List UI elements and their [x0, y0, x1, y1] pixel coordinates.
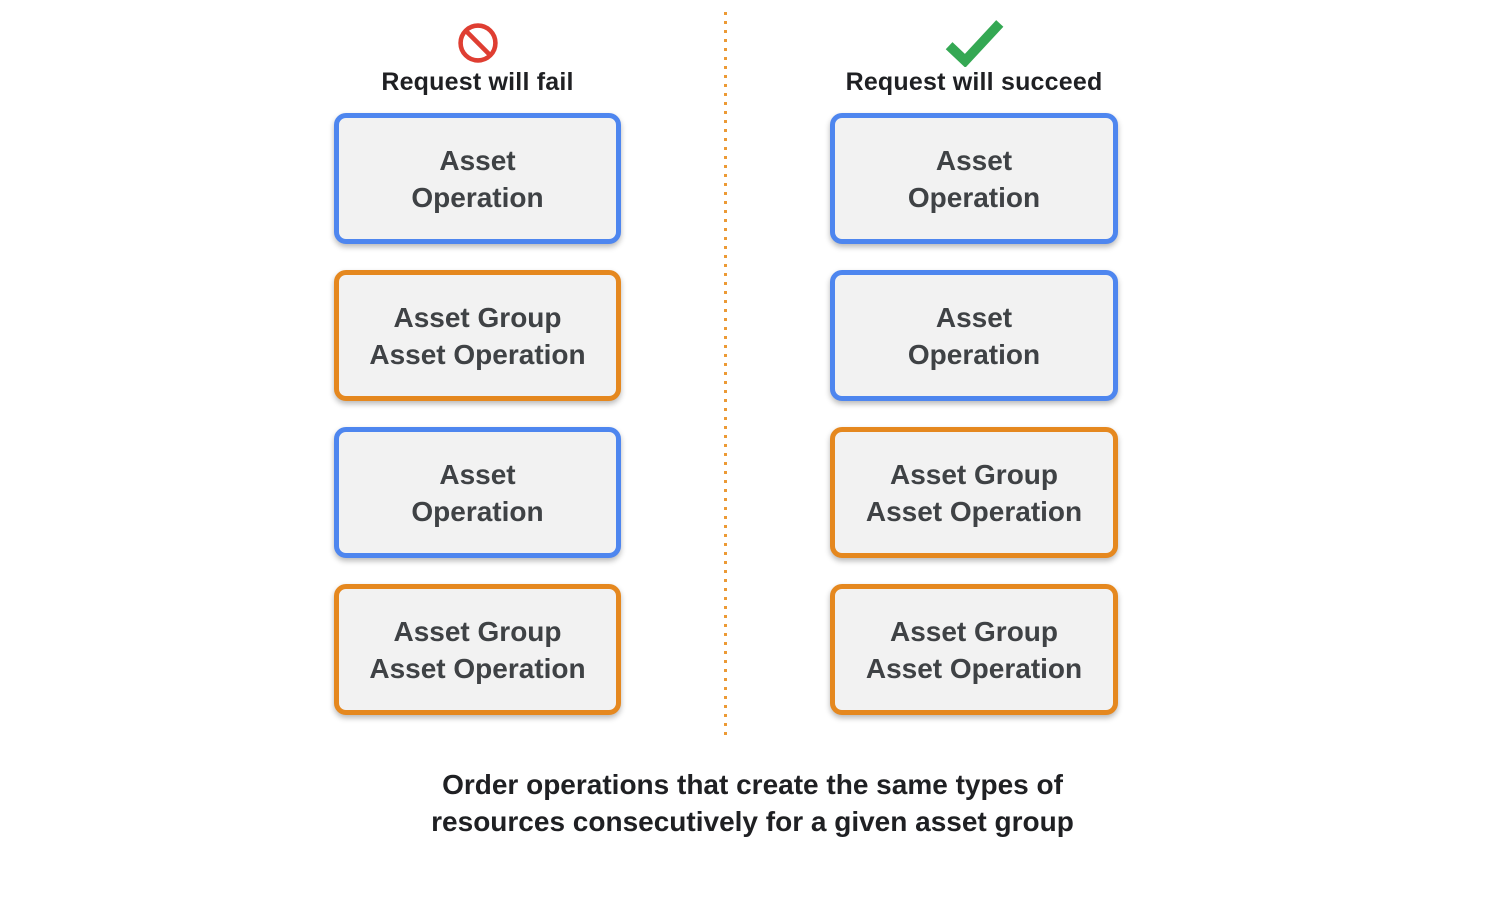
fail-column-title: Request will fail — [381, 68, 574, 96]
box-label-line: Asset Group — [393, 301, 562, 333]
succeed-column-title: Request will succeed — [845, 68, 1103, 96]
box-label-line: Asset Group — [889, 615, 1059, 647]
succeed-box-asset-group-asset-operation-1: Asset Group Asset Operation — [830, 427, 1118, 558]
fail-icon-wrap — [334, 20, 621, 66]
box-label-line: Asset Group — [393, 615, 562, 647]
box-label-line: Asset — [439, 458, 516, 490]
fail-box-asset-group-asset-operation-1: Asset Group Asset Operation — [334, 270, 621, 401]
box-label-line: Operation — [907, 338, 1041, 370]
prohibition-icon — [457, 23, 498, 63]
box-label-line: Asset — [935, 301, 1013, 333]
diagram-caption: Order operations that create the same ty… — [0, 766, 1505, 840]
box-label-line: Operation — [411, 181, 544, 213]
succeed-box-asset-operation-1: Asset Operation — [830, 113, 1118, 244]
caption-line-2: resources consecutively for a given asse… — [431, 806, 1074, 837]
succeed-box-asset-operation-2: Asset Operation — [830, 270, 1118, 401]
succeed-icon-wrap — [830, 20, 1118, 67]
box-label-line: Asset — [439, 144, 516, 176]
fail-box-asset-operation-1: Asset Operation — [334, 113, 621, 244]
dotted-divider — [724, 12, 727, 739]
box-label-line: Asset Operation — [865, 652, 1083, 684]
box-label-line: Asset Group — [889, 458, 1059, 490]
box-label-line: Asset — [935, 144, 1013, 176]
fail-box-asset-operation-2: Asset Operation — [334, 427, 621, 558]
box-label-line: Operation — [411, 495, 544, 527]
fail-column: Request will fail Asset Operation Asset … — [334, 0, 621, 715]
fail-box-asset-group-asset-operation-2: Asset Group Asset Operation — [334, 584, 621, 715]
box-label-line: Asset Operation — [369, 338, 586, 370]
succeed-box-asset-group-asset-operation-2: Asset Group Asset Operation — [830, 584, 1118, 715]
box-label-line: Asset Operation — [369, 652, 586, 684]
box-label-line: Operation — [907, 181, 1041, 213]
check-icon — [945, 20, 1004, 67]
caption-line-1: Order operations that create the same ty… — [442, 769, 1063, 800]
succeed-column: Request will succeed Asset Operation Ass… — [830, 0, 1118, 715]
box-label-line: Asset Operation — [865, 495, 1083, 527]
